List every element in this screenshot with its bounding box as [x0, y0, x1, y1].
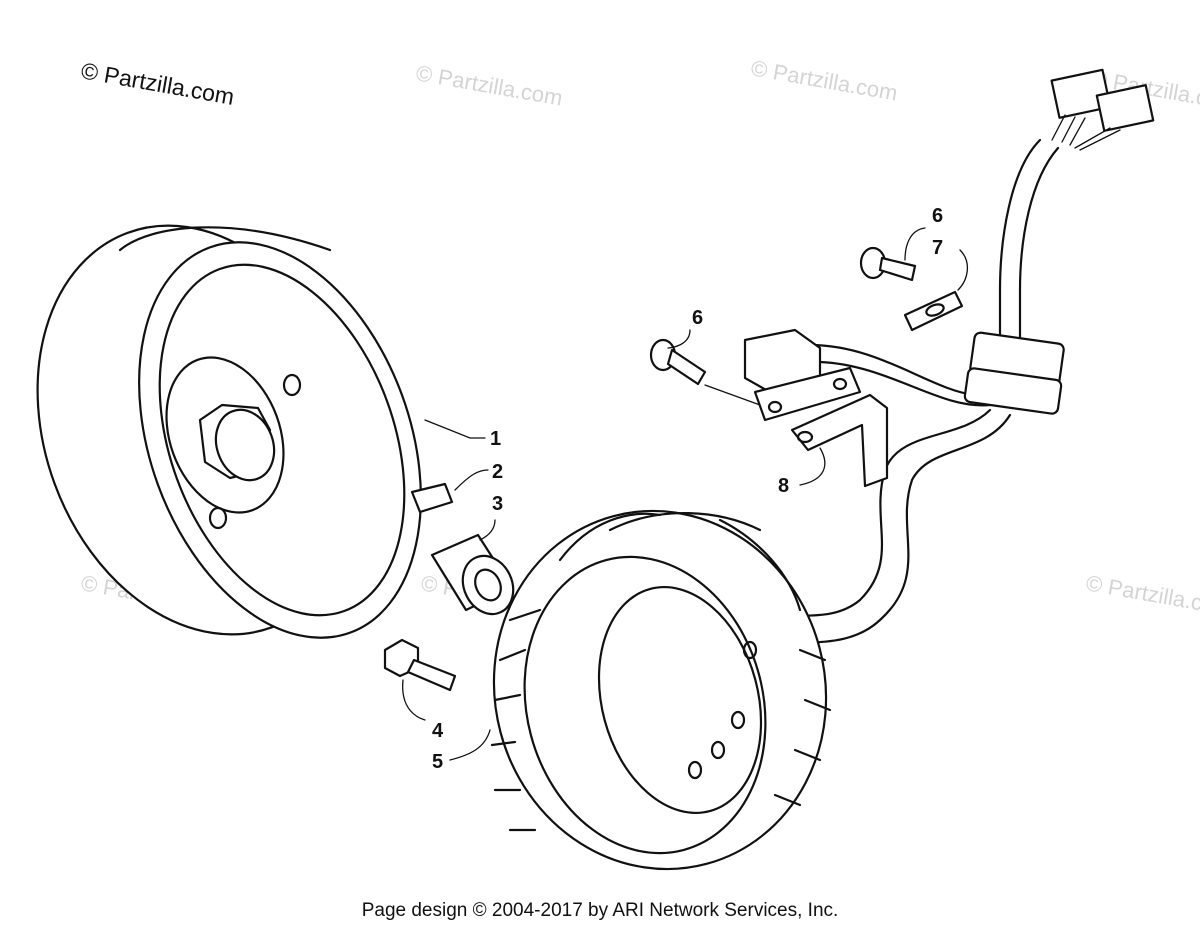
harness-connectors-icon [963, 68, 1155, 415]
pickup-sensor-icon [743, 328, 862, 422]
callout-3: 3 [492, 493, 503, 515]
leader-lines [402, 227, 968, 761]
callout-2: 2 [492, 461, 503, 483]
clip-plate-icon [903, 290, 964, 332]
watermark-6: © Partzilla.com [1084, 570, 1200, 620]
callout-7: 7 [932, 237, 943, 259]
watermark-1: © Partzilla.com [414, 60, 564, 110]
callout-6-upper: 6 [932, 205, 943, 227]
woodruff-key-icon [410, 482, 454, 514]
callout-8: 8 [778, 475, 789, 497]
callout-5: 5 [432, 751, 443, 773]
callout-6-lower: 6 [692, 307, 703, 329]
screw-lower-icon [649, 338, 707, 386]
callout-1: 1 [490, 428, 501, 450]
flywheel-rotor-icon [36, 224, 422, 639]
sensor-bracket-icon [790, 393, 889, 488]
watermark-2: © Partzilla.com [749, 55, 899, 105]
flange-bolt-icon [383, 638, 457, 692]
stator-coil-icon [490, 509, 832, 871]
bushing-spacer-icon [430, 533, 515, 616]
brand-label: © Partzilla.com [79, 57, 236, 110]
callout-4: 4 [432, 720, 444, 742]
footer-copyright: Page design © 2004-2017 by ARI Network S… [361, 900, 839, 921]
screw-upper-icon [859, 246, 917, 282]
wire-harness-icon [768, 138, 1060, 647]
